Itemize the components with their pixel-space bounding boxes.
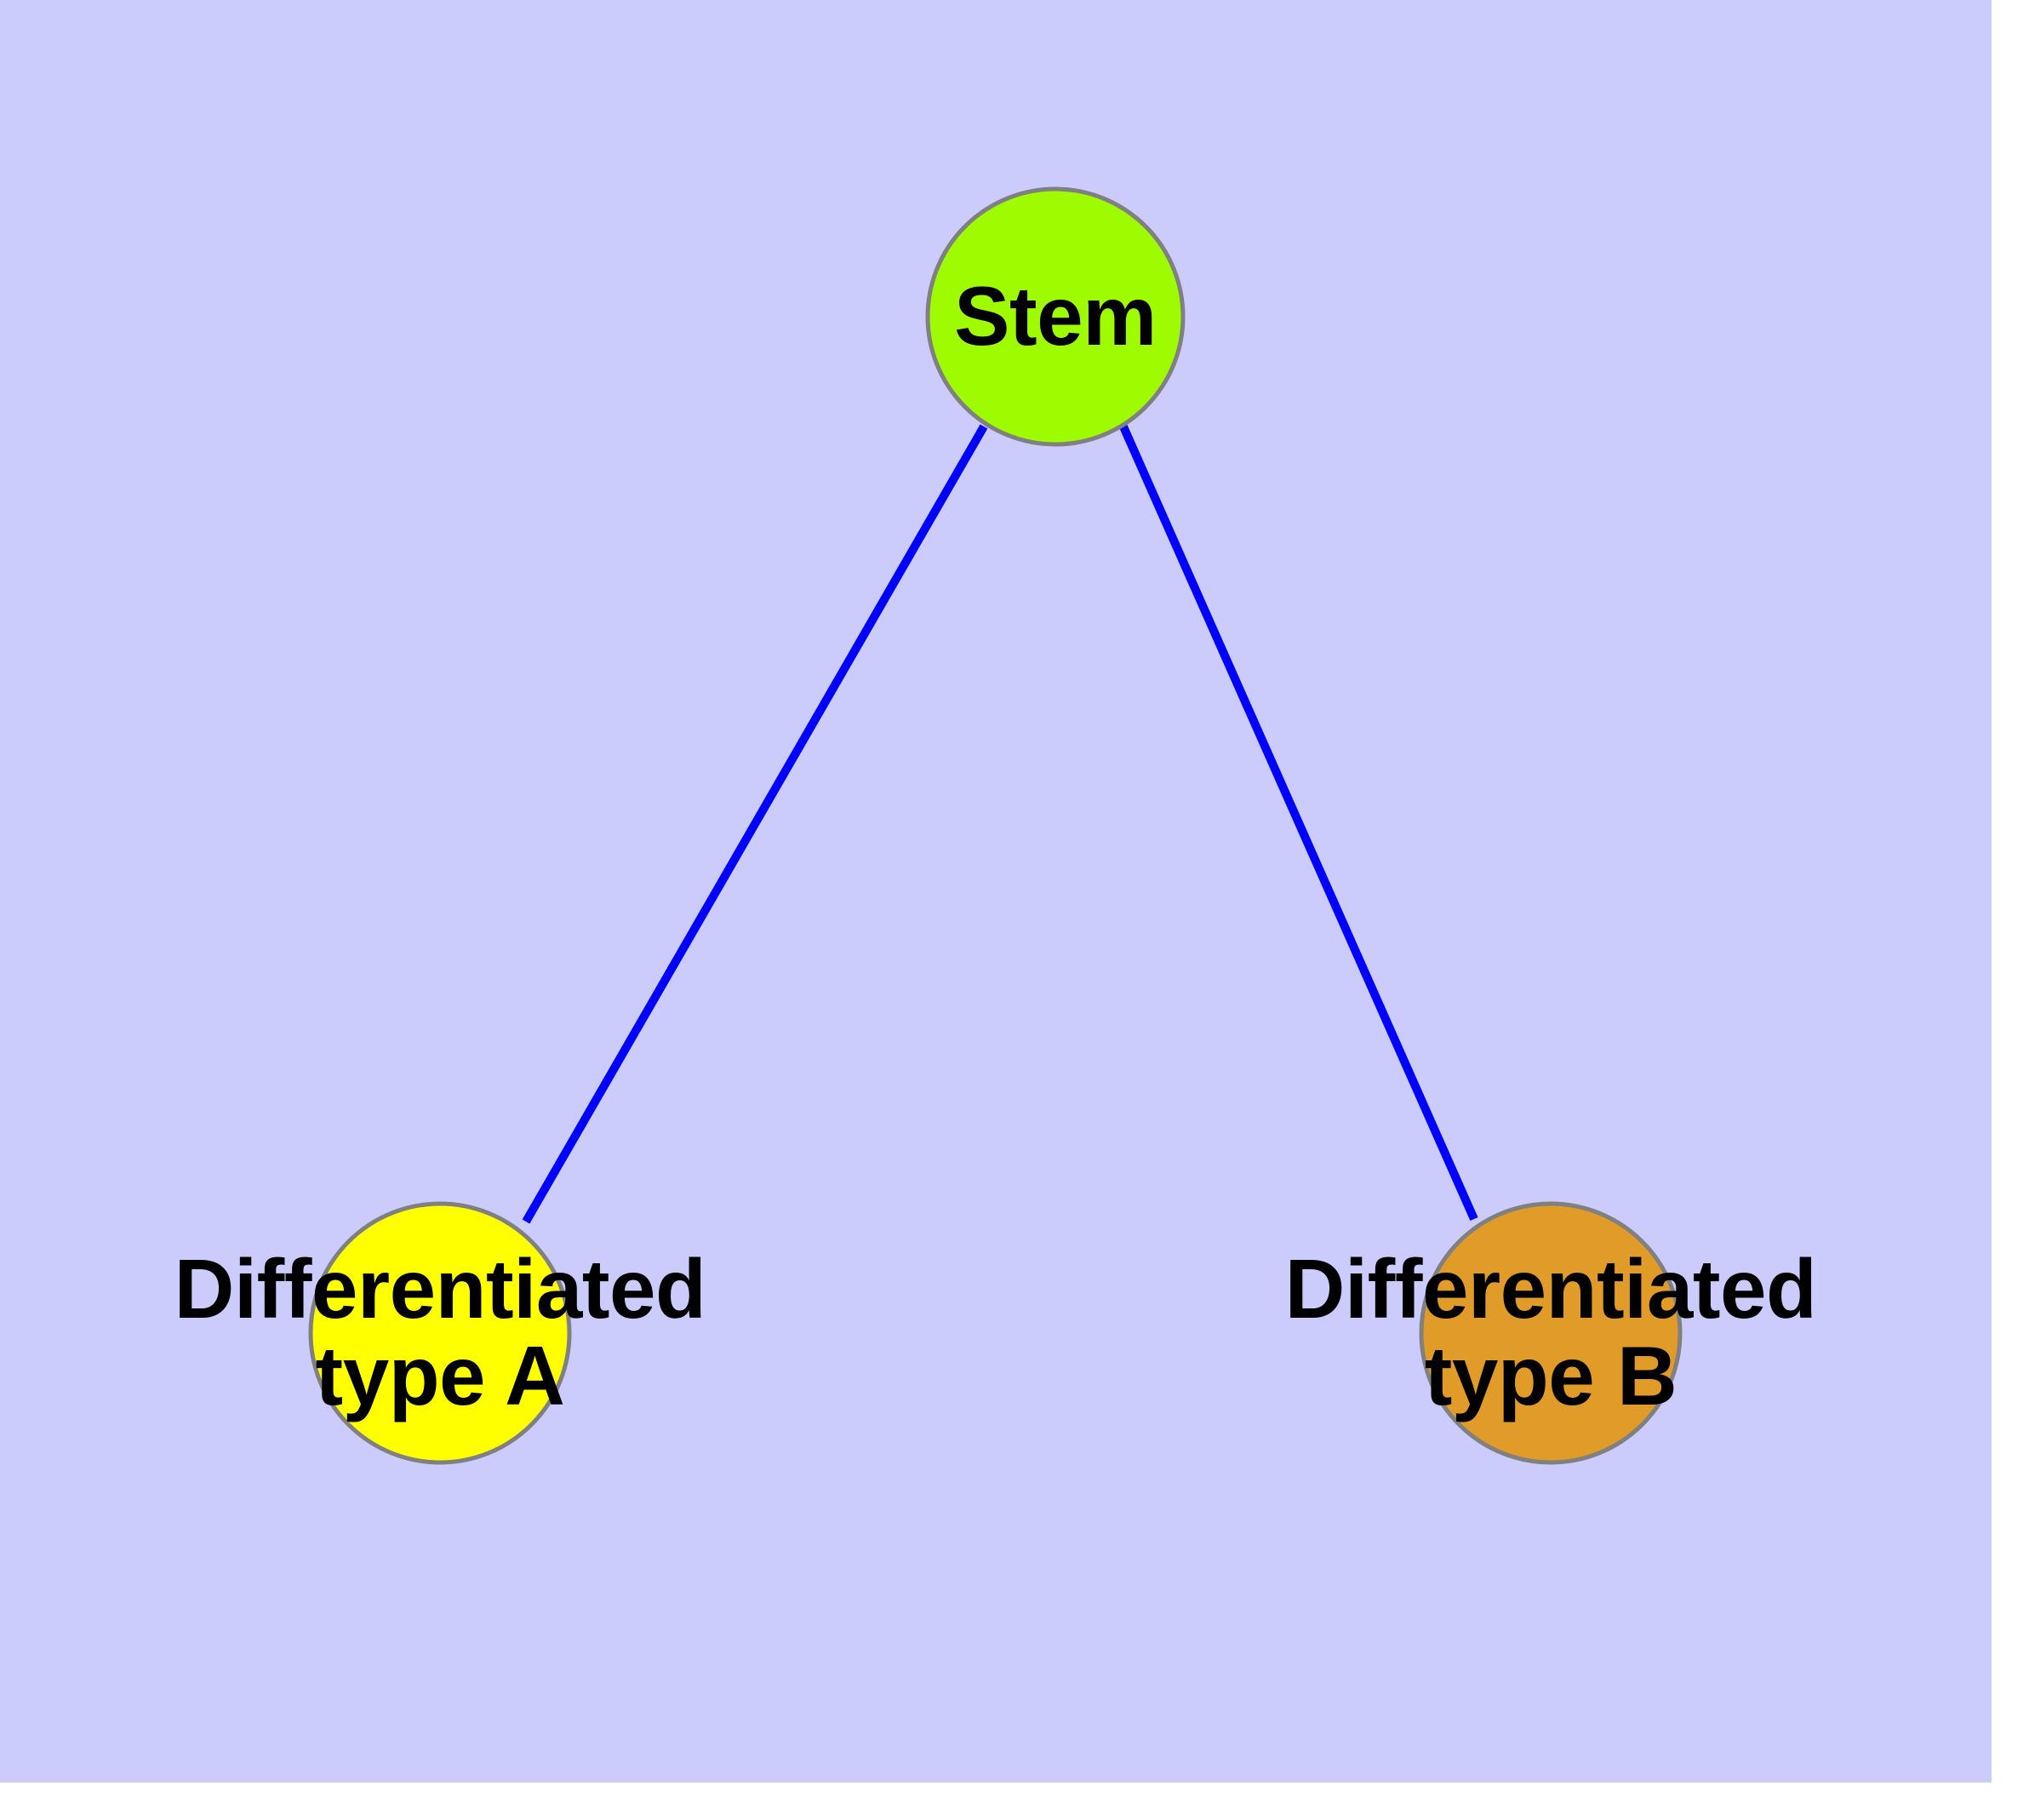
- node-diff_a[interactable]: [308, 1201, 572, 1465]
- edges-group: [522, 422, 1478, 1224]
- edge-stem-to-diff_a: [522, 424, 988, 1224]
- node-diff_b[interactable]: [1419, 1201, 1683, 1465]
- edge-stem-to-diff_b: [1118, 422, 1478, 1222]
- nodes-group: [308, 186, 1683, 1465]
- node-stem[interactable]: [925, 186, 1186, 447]
